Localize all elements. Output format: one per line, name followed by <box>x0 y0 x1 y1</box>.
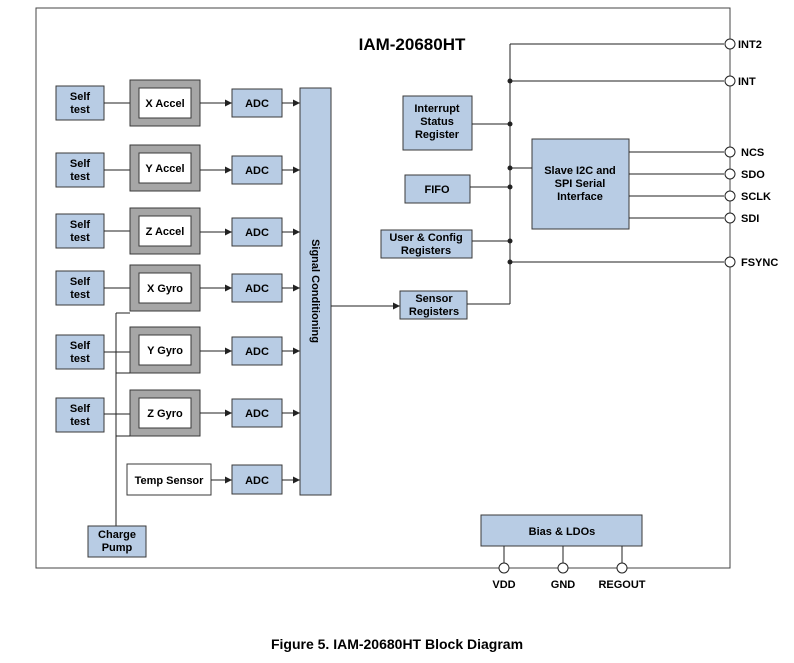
bias-ldos-block <box>480 514 643 547</box>
pin-sdo-label: SDO <box>741 169 765 181</box>
fifo-label: FIFO <box>424 184 449 196</box>
temp-sensor-block <box>126 463 212 496</box>
pin-int-pad <box>724 75 736 87</box>
self-test-block <box>55 334 105 370</box>
pin-sclk: SCLK <box>724 190 771 203</box>
pin-sdo: SDO <box>724 168 765 181</box>
pin-sclk-label: SCLK <box>741 191 771 203</box>
chip-title: IAM-20680HT <box>359 35 466 54</box>
y-gyro-label: Y Gyro <box>147 345 183 357</box>
pin-fsync: FSYNC <box>724 256 778 269</box>
charge-pump-wiring <box>115 312 130 526</box>
bias-ldos-label: Bias & LDOs <box>529 526 596 538</box>
pin-int2-label: INT2 <box>738 39 762 51</box>
register-bus <box>467 43 724 305</box>
pin-gnd: GND <box>551 562 576 591</box>
adc-label: ADC <box>245 346 269 358</box>
pin-vdd-pad <box>498 562 510 574</box>
x-accel-sensor <box>138 87 192 119</box>
x-accel-label: X Accel <box>145 98 184 110</box>
z-accel-label: Z Accel <box>146 226 185 238</box>
pin-vdd: VDD <box>492 562 516 591</box>
pin-gnd-pad <box>557 562 569 574</box>
sensor-registers-block <box>399 290 468 320</box>
serial-interface-block <box>531 138 630 230</box>
y-gyro-sensor <box>138 334 192 366</box>
pin-int-label: INT <box>738 76 756 88</box>
interrupt-status-register-block <box>402 95 473 151</box>
self-test-block <box>55 213 105 249</box>
pin-sdi-label: SDI <box>741 213 759 225</box>
user-config-registers-block <box>380 229 473 259</box>
pin-sdi: SDI <box>724 212 759 225</box>
z-gyro-sensor <box>138 397 192 429</box>
x-gyro-sensor <box>138 272 192 304</box>
z-gyro-label: Z Gyro <box>147 408 183 420</box>
adc-block <box>231 217 283 247</box>
pin-ncs-label: NCS <box>741 147 764 159</box>
pin-regout: REGOUT <box>598 562 646 591</box>
pin-vdd-label: VDD <box>492 579 515 591</box>
adc-block <box>231 336 283 366</box>
serial-pin-wires <box>629 151 724 219</box>
adc-block <box>231 398 283 428</box>
temp-adc-label: ADC <box>245 475 269 487</box>
temp-sensor-label: Temp Sensor <box>135 475 205 487</box>
pin-ncs: NCS <box>724 146 764 159</box>
pin-sclk-pad <box>724 190 736 202</box>
adc-block <box>231 88 283 118</box>
pin-sdo-pad <box>724 168 736 180</box>
self-test-block <box>55 85 105 121</box>
adc-label: ADC <box>245 165 269 177</box>
temp-adc-block <box>231 464 283 495</box>
z-accel-sensor <box>138 215 192 247</box>
adc-label: ADC <box>245 283 269 295</box>
y-accel-sensor <box>138 152 192 184</box>
pin-regout-label: REGOUT <box>598 579 645 591</box>
pin-regout-pad <box>616 562 628 574</box>
signal-conditioning-label: Signal Conditioning <box>309 239 321 343</box>
charge-pump-block <box>87 525 147 558</box>
adc-label: ADC <box>245 98 269 110</box>
figure-caption: Figure 5. IAM-20680HT Block Diagram <box>270 636 524 652</box>
pin-int: INT <box>724 75 756 88</box>
pin-fsync-label: FSYNC <box>741 257 778 269</box>
adc-label: ADC <box>245 408 269 420</box>
adc-label: ADC <box>245 227 269 239</box>
self-test-block <box>55 397 105 433</box>
pin-gnd-label: GND <box>551 579 576 591</box>
pin-sdi-pad <box>724 212 736 224</box>
fifo-block <box>404 174 471 204</box>
pin-int2: INT2 <box>724 38 762 51</box>
pin-fsync-pad <box>724 256 736 268</box>
pin-int2-pad <box>724 38 736 50</box>
x-gyro-label: X Gyro <box>147 283 183 295</box>
temp-sensor-row: Temp Sensor ADC <box>126 463 300 496</box>
adc-block <box>231 155 283 185</box>
y-accel-label: Y Accel <box>145 163 184 175</box>
signal-conditioning-block <box>299 87 332 496</box>
pin-ncs-pad <box>724 146 736 158</box>
